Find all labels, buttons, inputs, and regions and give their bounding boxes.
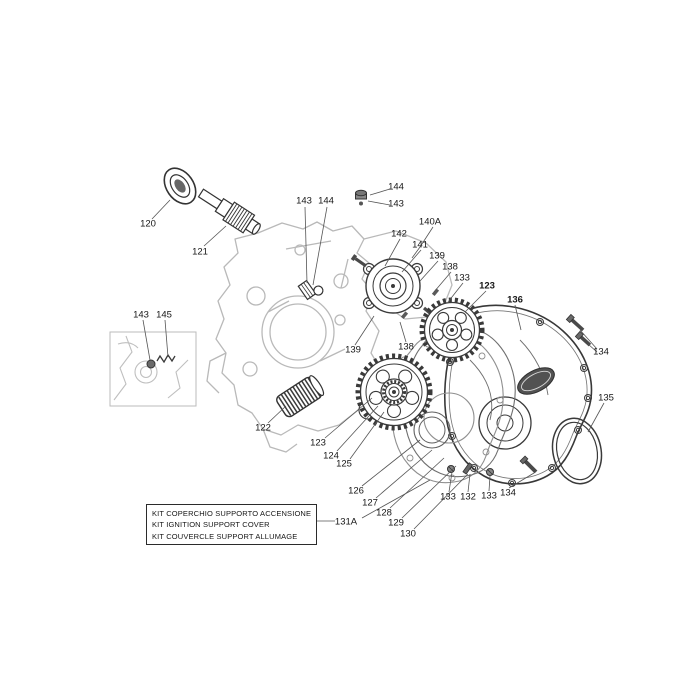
sprocket-assembly-123-125: [355, 353, 433, 431]
o-ring-135: [551, 417, 603, 485]
kit-line-english: KIT IGNITION SUPPORT COVER: [152, 520, 270, 530]
cover-logo-badge: [517, 367, 555, 395]
screws-132-133: [447, 462, 494, 476]
bolt-134-right-b: [574, 330, 592, 347]
roller-143-144: [297, 279, 324, 301]
kit-line-french: KIT COUVERCLE SUPPORT ALLUMAGE: [152, 531, 298, 541]
ignition-cover-136: [444, 304, 593, 487]
bolt-134-right-a: [565, 313, 585, 332]
crankcase-outline: [206, 221, 453, 453]
dowel-138-a: [400, 311, 409, 320]
kit-line-italian: KIT COPERCHIO SUPPORTO ACCENSIONE: [152, 509, 312, 518]
bushing-122: [276, 375, 325, 418]
bearing-flange-141-142: [350, 254, 440, 321]
cap-144-top: [355, 189, 367, 206]
stud-139-b: [350, 254, 367, 268]
bolt-134-bottom: [519, 455, 538, 474]
callout-lines: [142, 188, 605, 530]
kit-description-box: KIT COPERCHIO SUPPORTO ACCENSIONE KIT IG…: [146, 504, 318, 545]
screw-143-detail: [146, 353, 176, 369]
sprocket-upper-123: [419, 297, 485, 363]
dowel-138-b: [431, 288, 440, 297]
spring-145-detail: [156, 353, 176, 364]
inset-detail-box: [109, 331, 197, 407]
shaft-121: [197, 188, 261, 235]
bearing-120: [163, 167, 197, 205]
